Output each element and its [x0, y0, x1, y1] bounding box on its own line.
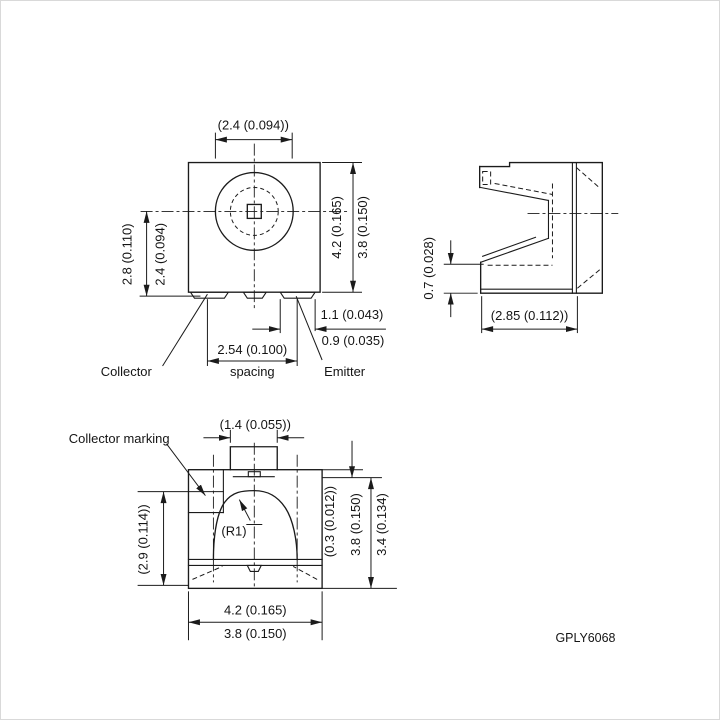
collector-lead-tab [189, 291, 230, 299]
dim-body-height-min: 3.8 (0.150) [355, 196, 370, 259]
center-gate-tab [242, 291, 268, 299]
dim-center-to-lead-max: 2.8 (0.110) [120, 223, 135, 285]
dim-lens-diameter: (2.4 (0.094)) [218, 118, 289, 133]
dim-dome-height: (2.9 (0.114)) [136, 504, 151, 574]
top-tab-outline [229, 446, 278, 471]
top-view-centerlines [140, 143, 349, 311]
dim-front-width-min: 3.8 (0.150) [224, 626, 287, 641]
emitter-label: Emitter [324, 364, 366, 379]
side-view-dimensions: 0.7 (0.028) (2.85 (0.112)) [421, 237, 578, 334]
dim-front-width-max: 4.2 (0.165) [224, 602, 287, 617]
lead-pitch-spacing-label: spacing [230, 364, 275, 379]
dim-front-height-min: 3.4 (0.134) [374, 493, 389, 556]
front-view-centerlines [212, 442, 298, 587]
front-view-dimensions: (1.4 (0.055)) Collector marking (R1) (2.… [69, 417, 397, 641]
collector-marking-label: Collector marking [69, 431, 170, 446]
top-view: (2.4 (0.094)) 4.2 (0.165) 3.8 (0.150) 2.… [101, 118, 386, 379]
dim-recess-depth: (0.3 (0.012)) [322, 486, 337, 557]
collector-leader-line [162, 293, 208, 367]
dim-lead-thickness: 0.7 (0.028) [421, 237, 436, 300]
collector-marking-leader [166, 443, 206, 496]
bent-lead-edge [479, 237, 550, 263]
dim-lens-radius: (R1) [221, 524, 246, 539]
front-view-hidden-lines [192, 565, 318, 580]
collector-label: Collector [101, 364, 153, 379]
drawing-code: GPLY6068 [555, 631, 615, 645]
side-view: 0.7 (0.028) (2.85 (0.112)) [421, 161, 619, 334]
dim-tab-width: (1.4 (0.055)) [220, 417, 291, 432]
dim-body-height-max: 4.2 (0.165) [329, 196, 344, 259]
dim-body-depth: (2.85 (0.112)) [491, 308, 569, 323]
emitter-lead-tab [279, 291, 317, 299]
emitter-leader-line [295, 295, 323, 361]
dim-lead-width-min: 0.9 (0.035) [322, 333, 385, 348]
dim-front-height-max: 3.8 (0.150) [348, 493, 363, 556]
side-view-outline [478, 161, 603, 294]
dim-lead-pitch: 2.54 (0.100) [217, 342, 287, 357]
dim-lead-width-max: 1.1 (0.043) [321, 307, 384, 322]
front-view: (1.4 (0.055)) Collector marking (R1) (2.… [69, 417, 397, 641]
front-view-outline [187, 446, 323, 590]
front-body-outline [187, 469, 323, 590]
top-view-dimensions: (2.4 (0.094)) 4.2 (0.165) 3.8 (0.150) 2.… [101, 118, 386, 379]
side-view-hidden-lines [482, 167, 601, 289]
bottom-center-tab [246, 564, 263, 572]
radius-leader [238, 499, 251, 521]
dim-center-to-lead-min: 2.4 (0.094) [153, 223, 168, 286]
